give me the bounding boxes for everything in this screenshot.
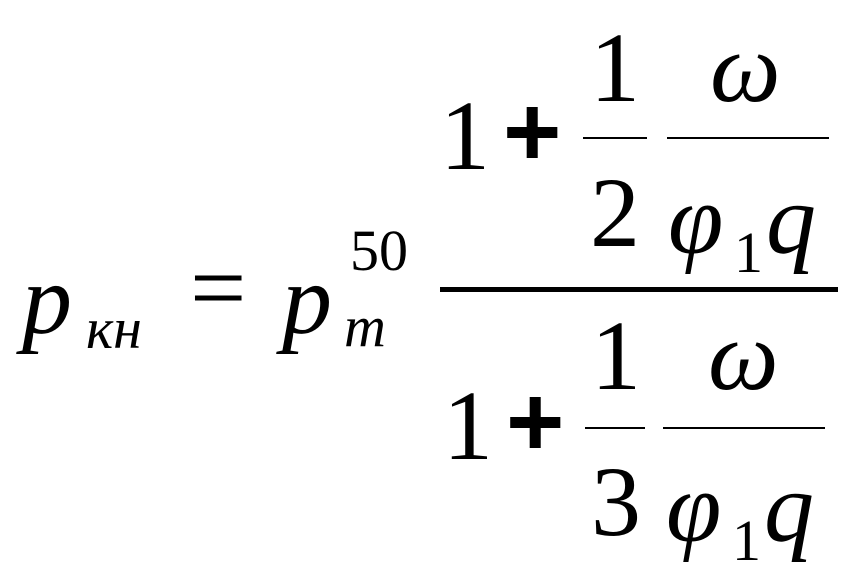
lhs-p: p [22,244,72,355]
denominator-phi: φ [666,452,722,563]
denominator-plus: + [506,366,565,478]
main-fraction-bar [440,287,838,292]
denominator-one: 1 [443,370,493,481]
numerator-plus: + [503,76,562,188]
rhs-superscript: 50 [350,218,408,283]
numerator-omega-fraction-bar [667,137,829,139]
numerator-frac-num: 1 [590,12,640,123]
numerator-one: 1 [440,80,490,191]
equals-sign: = [190,232,247,343]
lhs-subscript: кн [86,296,142,361]
numerator-omega: ω [710,12,781,123]
numerator-phi-subscript: 1 [734,220,763,285]
denominator-phi-subscript: 1 [732,508,761,573]
numerator-small-fraction-bar [583,137,647,139]
numerator-phi: φ [668,164,724,275]
denominator-small-fraction-bar [585,427,645,429]
denominator-frac-den: 3 [591,446,641,557]
numerator-q: q [766,164,816,275]
numerator-frac-den: 2 [590,157,640,268]
rhs-subscript: m [344,294,386,359]
rhs-p: p [282,244,332,355]
denominator-omega-fraction-bar [663,427,825,429]
denominator-frac-num: 1 [591,300,641,411]
denominator-q: q [764,452,814,563]
denominator-omega: ω [708,300,779,411]
